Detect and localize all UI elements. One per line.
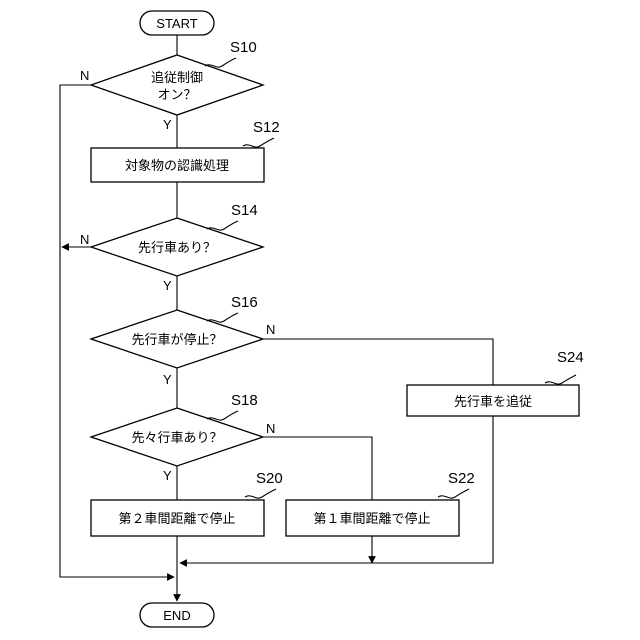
s18-leader — [207, 411, 238, 420]
end-label: END — [163, 608, 190, 623]
s10-step-label: S10 — [230, 39, 257, 56]
s18-yes-label: Y — [163, 468, 172, 483]
decision-s10-line2: オン？ — [157, 88, 196, 103]
s24-step-label: S24 — [557, 349, 584, 366]
s18-step-label: S18 — [231, 392, 258, 409]
process-s12-text: 対象物の認識処理 — [125, 158, 229, 174]
s16-yes-label: Y — [163, 372, 172, 387]
s14-step-label: S14 — [231, 202, 258, 219]
s16-step-label: S16 — [231, 294, 258, 311]
connector-s18-no — [263, 437, 372, 500]
decision-s16-text: 先行車が停止？ — [131, 332, 222, 348]
decision-s18-text: 先々行車あり？ — [131, 431, 222, 446]
process-s24-text: 先行車を追従 — [454, 394, 532, 410]
connector-s16-no — [263, 339, 493, 385]
start-label: START — [156, 16, 197, 31]
s22-leader — [438, 489, 469, 498]
process-s22-text: 第１車間距離で停止 — [313, 511, 430, 527]
s14-leader — [207, 221, 238, 230]
s12-leader — [243, 138, 274, 147]
s14-no-label: N — [80, 232, 89, 247]
s24-leader — [545, 375, 576, 384]
s20-step-label: S20 — [256, 470, 283, 487]
s20-leader — [245, 489, 276, 498]
s18-no-label: N — [266, 421, 275, 436]
s10-no-label: N — [80, 68, 89, 83]
decision-s14-text: 先行車あり？ — [138, 241, 216, 256]
decision-s10-line1: 追従制御 — [151, 70, 203, 86]
s12-step-label: S12 — [253, 119, 280, 136]
s14-yes-label: Y — [163, 278, 172, 293]
s16-no-label: N — [266, 322, 275, 337]
s16-leader — [207, 313, 238, 322]
process-s20-text: 第２車間距離で停止 — [118, 511, 235, 527]
s22-step-label: S22 — [448, 470, 475, 487]
s10-yes-label: Y — [163, 117, 172, 132]
